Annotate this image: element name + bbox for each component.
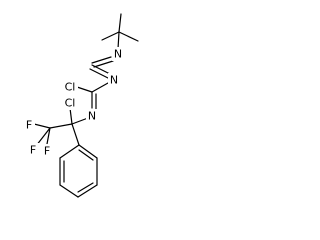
ring-inner-bond-2 bbox=[77, 182, 94, 193]
atom-labels: N Cl N N Cl F F F bbox=[23, 47, 124, 158]
ring-inner-bond-1 bbox=[78, 149, 94, 161]
ring-bond-6 bbox=[59, 144, 80, 159]
tert-butyl-group bbox=[101, 13, 139, 50]
bond-tbu-methyl-right bbox=[118, 31, 139, 42]
bond-tbu-n bbox=[117, 31, 120, 50]
bond-n-c-double-b bbox=[93, 60, 114, 68]
atom-f-left: F bbox=[26, 119, 32, 132]
bond-c-n-double-b bbox=[89, 68, 109, 79]
ring-bond-1 bbox=[78, 144, 98, 159]
atom-n-top: N bbox=[114, 48, 122, 61]
ring-bond-4 bbox=[59, 184, 79, 198]
quaternary-carbon-group bbox=[33, 107, 80, 147]
bond-cquat-cl bbox=[69, 107, 73, 125]
bond-n-c-double-a bbox=[91, 56, 112, 64]
bond-c-cl-imidoyl bbox=[76, 86, 93, 93]
imidoyl-chloride-group bbox=[71, 82, 109, 125]
bond-tbu-methyl-left bbox=[101, 31, 120, 41]
atom-cl-low: Cl bbox=[65, 97, 76, 110]
atom-n-low: N bbox=[88, 110, 96, 123]
phenyl-ring bbox=[59, 144, 98, 198]
atom-f-mid: F bbox=[44, 145, 50, 158]
carbodiimide-group bbox=[89, 56, 114, 79]
bond-n-c-imidoyl bbox=[91, 82, 109, 93]
ring-bond-3 bbox=[77, 184, 98, 198]
bond-cquat-phenyl bbox=[71, 123, 80, 146]
bond-tbu-methyl-top bbox=[118, 13, 122, 33]
atom-cl-mid: Cl bbox=[65, 81, 76, 94]
bond-n-cquat bbox=[71, 117, 89, 125]
atom-f-low: F bbox=[30, 144, 36, 157]
bond-c-n-double-a bbox=[91, 64, 111, 75]
bond-cf3-f-left bbox=[33, 123, 51, 129]
bond-cquat-cf3 bbox=[49, 123, 73, 129]
atom-n-mid: N bbox=[110, 74, 118, 87]
bond-cf3-f-mid bbox=[46, 127, 51, 145]
structure-diagram: N Cl N N Cl F F F bbox=[23, 13, 139, 198]
